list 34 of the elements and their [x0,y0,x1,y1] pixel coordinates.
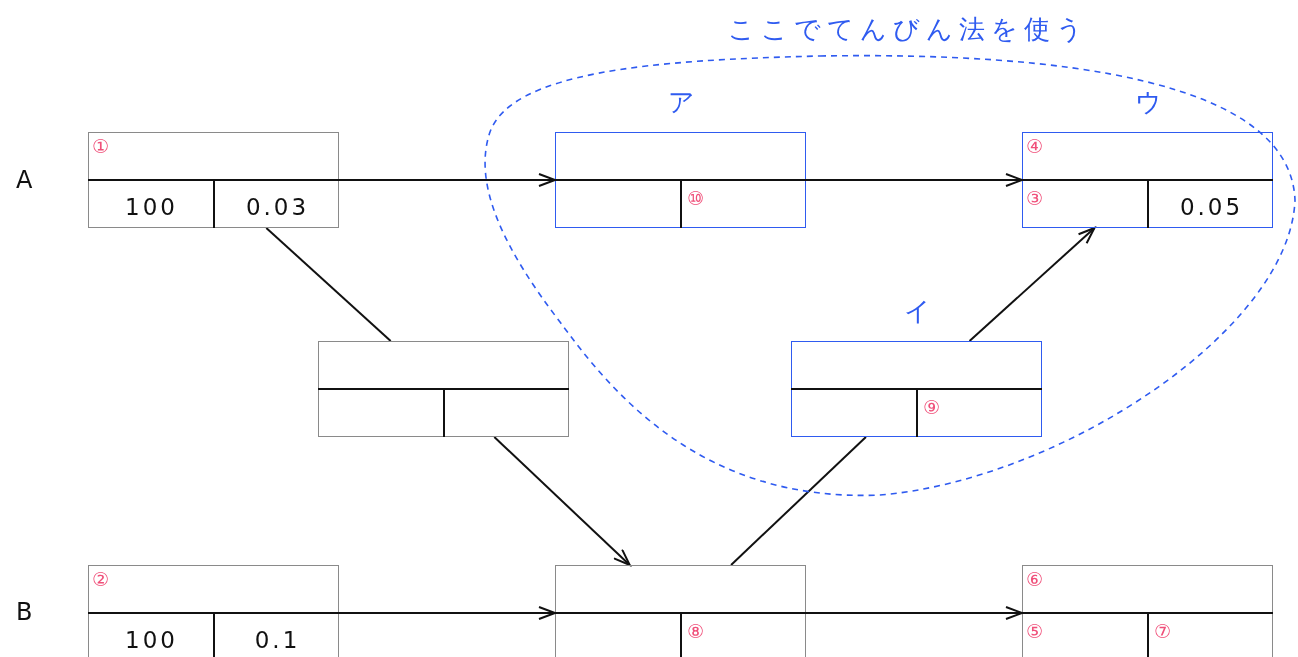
table-box [1022,565,1273,657]
table-box [318,341,569,437]
table-box [555,565,806,657]
circled-number: ⑤ [1026,620,1044,642]
cell-value: 0.05 [1178,193,1245,221]
circled-number: ④ [1026,135,1044,157]
connector-line [730,436,867,566]
table-box [88,132,339,228]
circled-number: ⑧ [687,620,705,642]
arrow [968,227,1096,342]
cell-value: 0.1 [253,626,302,654]
cell-value: 100 [124,193,179,221]
cell-value: 0.03 [244,193,311,221]
table-box [88,565,339,657]
circled-number: ① [92,135,110,157]
arrow [805,173,1023,187]
connector-line [265,227,392,342]
arrow [493,436,631,566]
arrow [338,173,556,187]
circled-number: ⑩ [687,187,705,209]
row-label: A [16,166,33,194]
circled-number: ⑦ [1154,620,1172,642]
box-heading: イ [903,296,932,326]
arrow [805,606,1023,620]
circled-number: ③ [1026,187,1044,209]
box-heading: ウ [1134,87,1163,117]
box-heading: ア [667,87,696,117]
circled-number: ⑥ [1026,568,1044,590]
row-label: B [16,598,33,626]
circled-number: ② [92,568,110,590]
arrow [338,606,556,620]
cell-value: 100 [124,626,179,654]
annotation-text: ここでてんびん法を使う [728,14,1089,44]
circled-number: ⑨ [923,396,941,418]
